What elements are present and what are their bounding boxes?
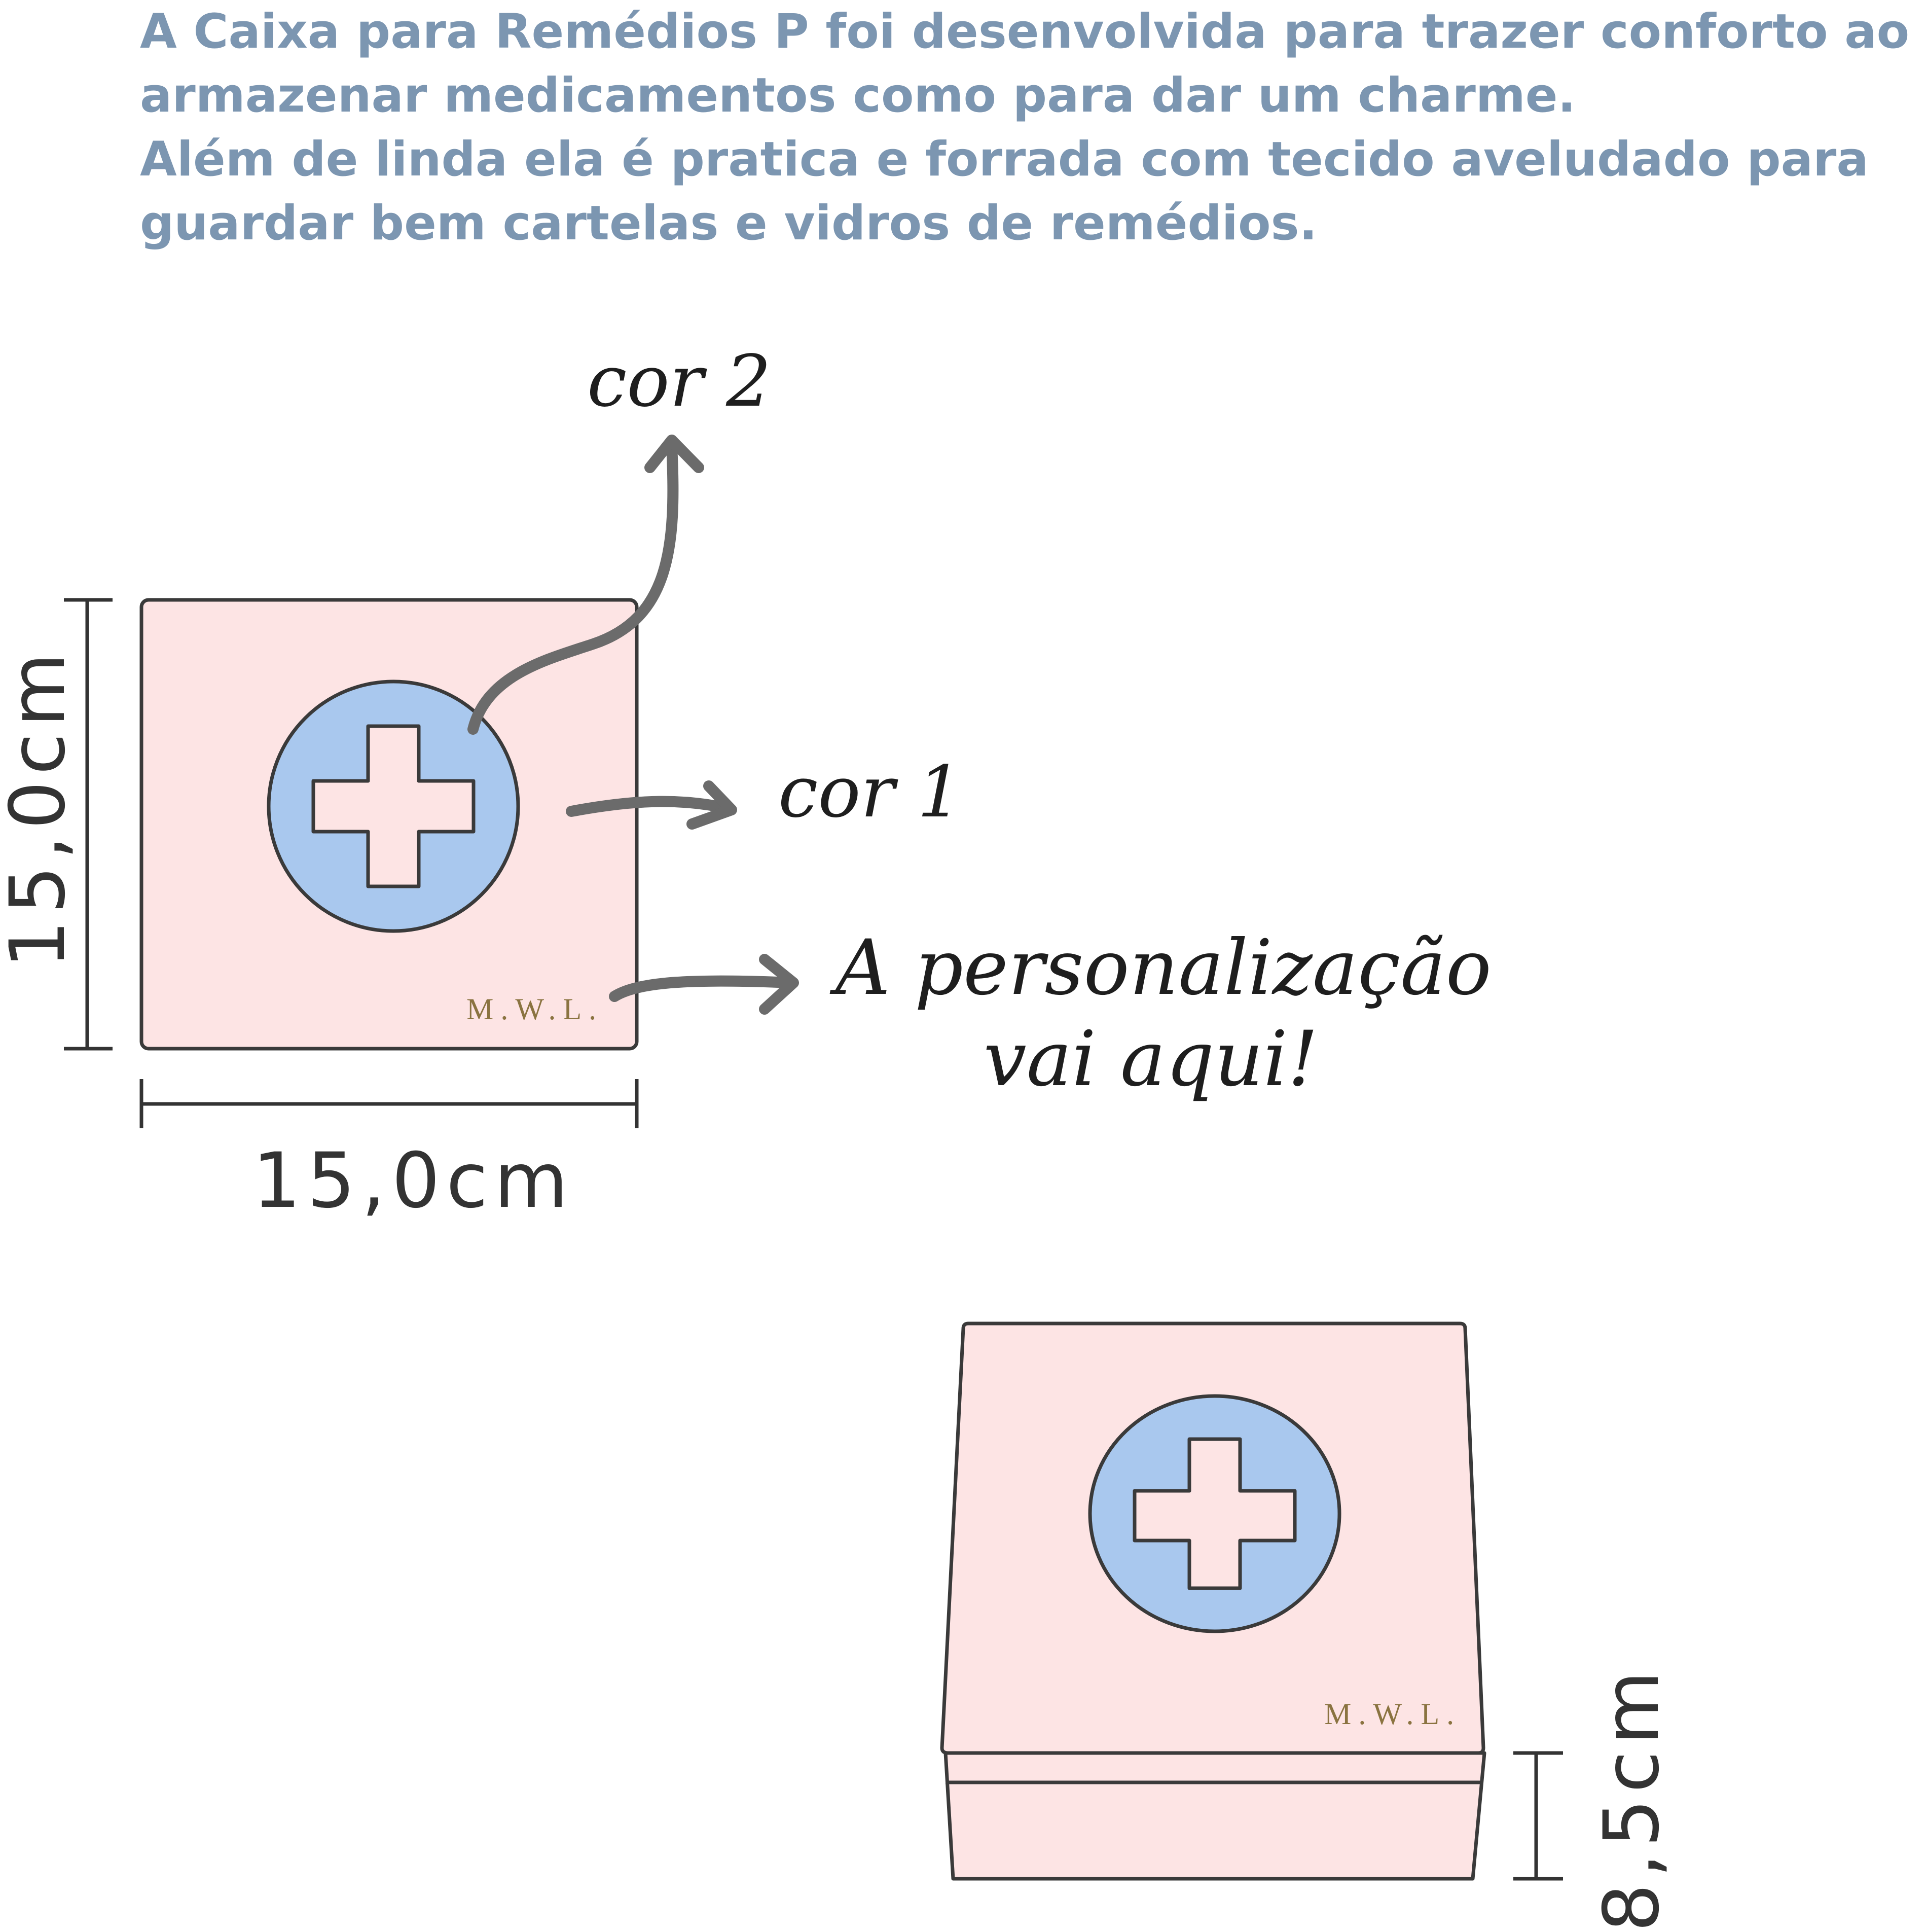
top-view-monogram: M.W.L. bbox=[466, 992, 603, 1026]
perspective-box-base bbox=[943, 1751, 1486, 1881]
width-dimension bbox=[139, 1079, 639, 1128]
personalization-label-line1: A personalização bbox=[829, 924, 1492, 1012]
color2-label: cor 2 bbox=[587, 340, 771, 423]
perspective-box-monogram: M.W.L. bbox=[1324, 1697, 1461, 1731]
intro-text: A Caixa para Remédios P foi desenvolvida… bbox=[140, 0, 1924, 256]
personalization-label-line2: vai aqui! bbox=[984, 1015, 1318, 1103]
height-dimension bbox=[64, 598, 113, 1051]
depth-dimension bbox=[1513, 1751, 1563, 1881]
intro-line-1: A Caixa para Remédios P foi desenvolvida… bbox=[140, 4, 1910, 59]
color1-label: cor 1 bbox=[778, 751, 962, 834]
medical-cross-icon bbox=[311, 724, 476, 888]
perspective-box: M.W.L. bbox=[940, 1321, 1486, 1881]
intro-line-2: armazenar medicamentos como para dar um … bbox=[140, 68, 1576, 123]
top-view-box: M.W.L. bbox=[139, 598, 639, 1051]
depth-dimension-label: 8,5cm bbox=[1588, 1665, 1676, 1932]
height-dimension-label: 15,0cm bbox=[0, 647, 82, 969]
medical-cross-icon bbox=[1133, 1437, 1297, 1590]
arrow-icon bbox=[467, 435, 704, 735]
arrow-icon bbox=[609, 954, 799, 1015]
width-dimension-label: 15,0cm bbox=[252, 1137, 574, 1225]
intro-line-4: guardar bem cartelas e vidros de remédio… bbox=[140, 196, 1318, 251]
intro-line-3: Além de linda ela é pratica e forrada co… bbox=[140, 132, 1869, 187]
arrow-icon bbox=[566, 780, 737, 830]
